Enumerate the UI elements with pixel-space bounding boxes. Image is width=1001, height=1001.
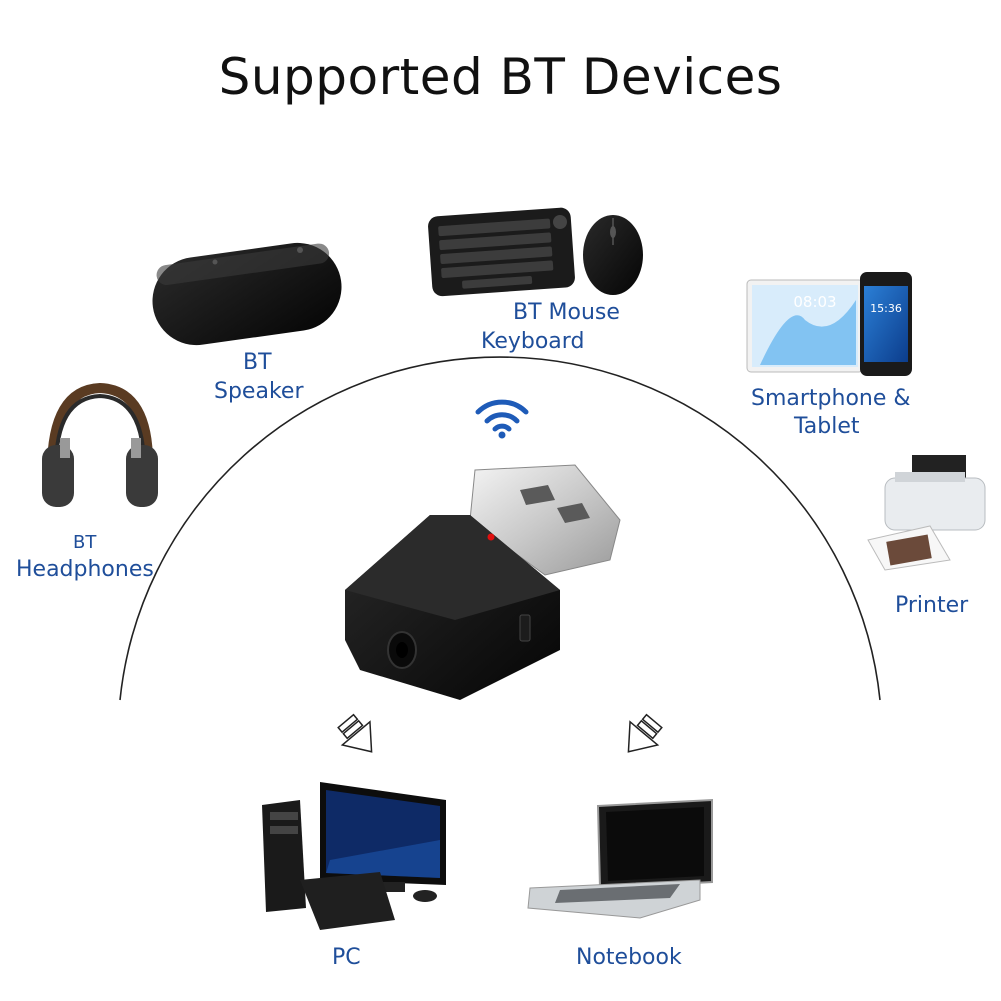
bt-mouse-bt: BT — [513, 300, 542, 325]
label-tablet: Tablet — [794, 414, 860, 439]
page-title: Supported BT Devices — [218, 48, 783, 106]
bt-headphones-image — [42, 382, 158, 507]
label-printer: Printer — [895, 593, 969, 618]
bt-mouse-rest: Mouse — [541, 300, 620, 325]
notebook-image — [527, 798, 713, 919]
label-speaker: Speaker — [214, 379, 304, 404]
label-bt-mouse: BT Mouse — [513, 298, 620, 327]
arrow-right-icon — [627, 713, 663, 753]
bt-adapter-image — [345, 464, 621, 700]
label-bt-headphones-bt: BT — [73, 532, 97, 553]
label-bt-speaker: BT — [240, 348, 272, 377]
smartphone-image: 15:36 — [860, 272, 912, 376]
printer-image — [867, 455, 986, 571]
bt-speaker-line1: BT — [243, 350, 272, 375]
bt-mouse-image — [583, 215, 643, 295]
bt-speaker-image — [152, 242, 342, 346]
label-headphones: Headphones — [16, 557, 154, 582]
phone-time: 15:36 — [870, 302, 902, 315]
label-pc: PC — [332, 945, 361, 970]
label-notebook: Notebook — [576, 945, 682, 970]
label-smartphone: Smartphone & — [751, 386, 911, 411]
arrow-left-icon — [337, 713, 373, 753]
label-keyboard: Keyboard — [481, 329, 585, 354]
wifi-icon — [475, 399, 529, 439]
range-arc — [119, 356, 881, 701]
pc-image — [262, 782, 446, 930]
bt-keyboard-image — [428, 207, 575, 297]
tablet-time: 08:03 — [793, 293, 836, 311]
tablet-image: 08:03 — [746, 279, 864, 373]
